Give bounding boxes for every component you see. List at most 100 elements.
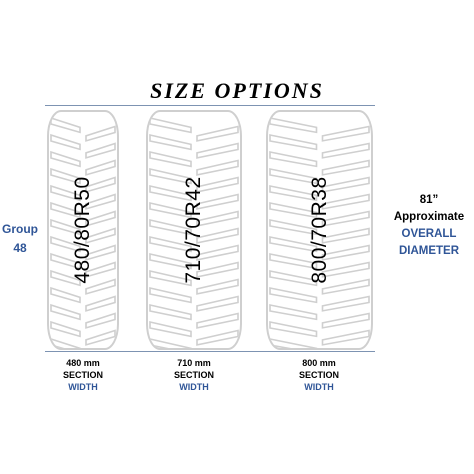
width-mm: 800 mm	[302, 358, 336, 368]
tread-lug	[85, 210, 116, 227]
tire-tread-pattern	[149, 116, 239, 348]
tread-lug	[269, 287, 318, 304]
tread-lug	[196, 278, 239, 295]
overall-diameter-label: 81” Approximate OVERALL DIAMETER	[384, 192, 474, 260]
diameter-approximate: Approximate	[393, 211, 465, 223]
tire-tread-pattern	[269, 117, 370, 348]
tread-lug	[149, 235, 192, 253]
width-section: SECTION	[173, 370, 214, 380]
tread-lug	[321, 142, 370, 159]
tread-lug	[321, 227, 370, 244]
tread-lug	[110, 346, 116, 348]
tread-lug	[149, 116, 192, 134]
tread-lug	[321, 210, 370, 227]
tread-lug	[269, 270, 318, 287]
tread-lug	[85, 159, 116, 176]
tread-lug	[50, 320, 81, 338]
tread-lug	[321, 278, 370, 295]
width-mm: 710 mm	[177, 358, 211, 368]
tread-lug	[85, 329, 116, 346]
tread-lug	[321, 244, 370, 261]
tread-lug	[269, 253, 318, 270]
tread-lug	[149, 184, 192, 202]
tire-710-70r42: 710/70R42	[146, 110, 242, 350]
tread-lug	[50, 235, 81, 253]
tread-lug	[50, 116, 81, 134]
tread-lug	[50, 150, 81, 168]
tread-lug	[85, 312, 116, 329]
tread-lug	[149, 303, 192, 321]
bottom-divider	[45, 351, 375, 352]
width-section: SECTION	[298, 370, 339, 380]
tread-lug	[321, 261, 370, 278]
tread-lug	[196, 125, 239, 142]
tread-lug	[149, 337, 192, 348]
tread-lug	[50, 303, 81, 321]
tread-lug	[196, 193, 239, 210]
tread-lug	[362, 346, 370, 348]
tread-lug	[85, 244, 116, 261]
tread-lug	[269, 338, 318, 348]
tread-lug	[50, 167, 81, 185]
group-label: Group 48	[0, 220, 40, 258]
tread-lug	[85, 176, 116, 193]
tire-tread-pattern	[50, 116, 116, 348]
diameter-text: DIAMETER	[398, 245, 460, 257]
tread-lug	[321, 193, 370, 210]
width-word: WIDTH	[304, 382, 334, 392]
tread-lug	[269, 168, 318, 185]
width-section: SECTION	[62, 370, 103, 380]
tire-800-70r38: 800/70R38	[266, 110, 373, 350]
tread-lug	[269, 219, 318, 236]
tread-lug	[196, 244, 239, 261]
tread-lug	[50, 218, 81, 236]
tread-lug	[50, 201, 81, 219]
tread-lug	[321, 159, 370, 176]
tread-lug	[321, 312, 370, 329]
tread-lug	[196, 210, 239, 227]
tire-size-label: 800/70R38	[307, 176, 331, 284]
tread-lug	[269, 151, 318, 168]
tread-lug	[321, 295, 370, 312]
tread-lug	[269, 236, 318, 253]
tread-lug	[269, 321, 318, 338]
tread-lug	[232, 346, 239, 348]
tread-lug	[321, 125, 370, 142]
tread-lug	[85, 295, 116, 312]
tread-lug	[149, 286, 192, 304]
section-width-710: 710 mm SECTION WIDTH	[154, 357, 234, 393]
tread-lug	[269, 202, 318, 219]
tread-lug	[269, 185, 318, 202]
tread-lug	[321, 329, 370, 346]
tire-size-label: 480/80R50	[71, 176, 94, 284]
tread-lug	[196, 295, 239, 312]
section-width-800: 800 mm SECTION WIDTH	[279, 357, 359, 393]
group-label-text: Group	[2, 222, 38, 236]
tread-lug	[196, 176, 239, 193]
tread-lug	[321, 176, 370, 193]
page-title: SIZE OPTIONS	[150, 78, 324, 103]
tread-lug	[85, 193, 116, 210]
tire-size-label: 710/70R42	[182, 176, 205, 284]
width-word: WIDTH	[68, 382, 98, 392]
tire-480-80r50: 480/80R50	[47, 110, 119, 350]
tread-lug	[50, 286, 81, 304]
tread-lug	[196, 261, 239, 278]
tread-lug	[149, 201, 192, 219]
tread-lug	[149, 133, 192, 151]
tread-lug	[196, 142, 239, 159]
tread-lug	[149, 320, 192, 338]
tread-lug	[50, 269, 81, 287]
tread-lug	[85, 142, 116, 159]
tread-lug	[50, 337, 81, 348]
tread-lug	[149, 218, 192, 236]
group-number: 48	[13, 241, 27, 255]
tread-lug	[85, 227, 116, 244]
tread-lug	[269, 304, 318, 321]
tread-lug	[196, 159, 239, 176]
diameter-value: 81”	[419, 194, 439, 206]
tread-lug	[149, 150, 192, 168]
width-mm: 480 mm	[66, 358, 100, 368]
tread-lug	[85, 278, 116, 295]
tread-lug	[196, 312, 239, 329]
